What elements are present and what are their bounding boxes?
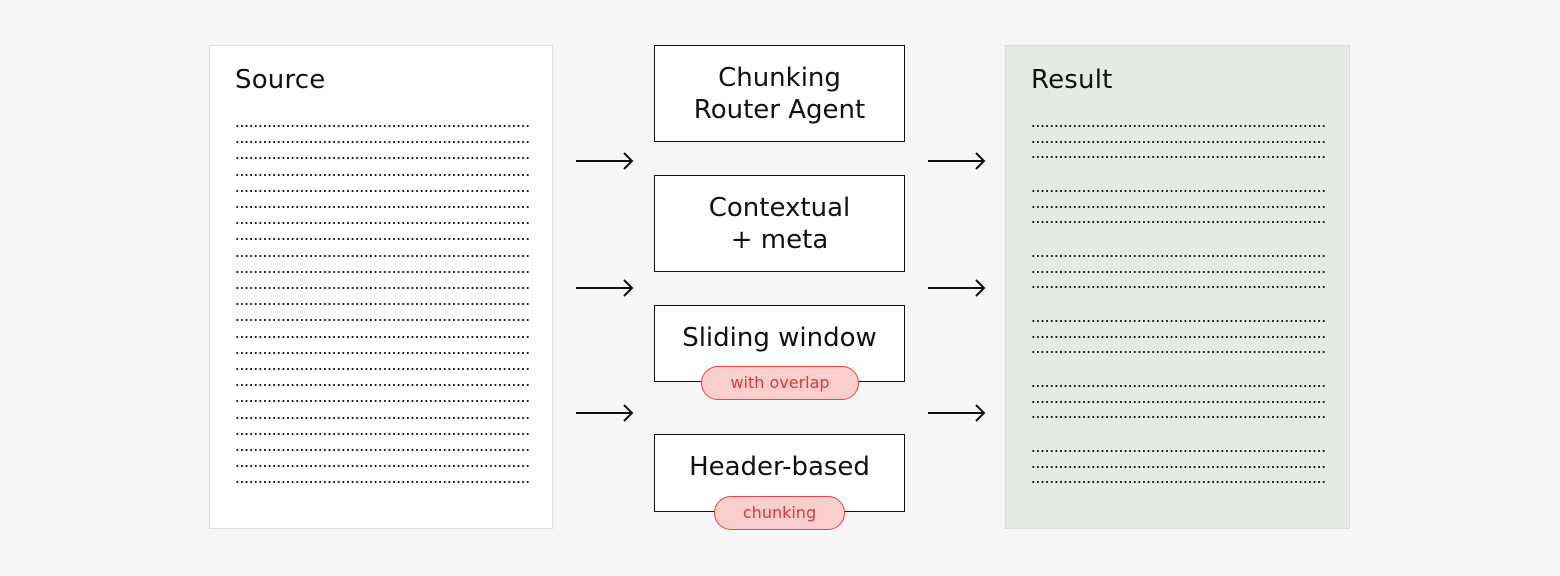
text-line — [235, 173, 531, 176]
text-line — [1031, 125, 1327, 127]
text-line — [235, 384, 531, 387]
text-line — [1031, 205, 1327, 208]
text-line — [235, 351, 531, 354]
text-line — [1031, 465, 1327, 468]
text-line — [235, 449, 531, 451]
text-line — [1031, 335, 1327, 338]
text-line — [1031, 255, 1327, 257]
source-title: Source — [235, 65, 326, 95]
text-line — [235, 157, 531, 160]
text-line — [235, 206, 531, 208]
text-line — [235, 368, 531, 370]
arrow-right-icon — [928, 152, 986, 170]
text-line — [235, 416, 531, 419]
strategy-label: Sliding window — [682, 322, 877, 353]
arrow-right-icon — [928, 404, 986, 422]
result-chunk-lines — [1031, 46, 1327, 528]
strategy-label: Chunking Router Agent — [693, 62, 866, 125]
text-line — [235, 189, 531, 192]
tag-chunking: chunking — [714, 496, 845, 530]
text-line — [235, 287, 531, 289]
source-text-lines — [235, 46, 531, 528]
arrow-right-icon — [928, 279, 986, 297]
text-line — [235, 465, 531, 468]
arrow-right-icon — [576, 279, 634, 297]
strategy-label: Contextual + meta — [708, 192, 851, 255]
arrow-right-icon — [576, 152, 634, 170]
text-line — [235, 238, 531, 241]
text-line — [235, 432, 531, 435]
text-line — [235, 400, 531, 403]
arrow-right-icon — [576, 404, 634, 422]
text-line — [235, 270, 531, 273]
text-line — [1031, 320, 1327, 322]
text-line — [1031, 140, 1327, 143]
text-line — [1031, 221, 1327, 223]
text-line — [235, 222, 531, 225]
source-panel: Source — [209, 45, 553, 529]
text-line — [1031, 156, 1327, 158]
strategy-contextual-meta: Contextual + meta — [654, 175, 905, 272]
text-line — [1031, 270, 1327, 273]
strategy-router-agent: Chunking Router Agent — [654, 45, 905, 142]
text-line — [235, 125, 531, 127]
result-panel: Result — [1005, 45, 1350, 529]
text-line — [235, 303, 531, 306]
strategy-label: Header-based — [689, 452, 870, 482]
text-line — [1031, 481, 1327, 483]
text-line — [235, 481, 531, 484]
text-line — [1031, 400, 1327, 403]
text-line — [235, 141, 531, 144]
text-line — [1031, 190, 1327, 192]
text-line — [235, 319, 531, 322]
text-line — [1031, 385, 1327, 387]
text-line — [1031, 286, 1327, 288]
text-line — [235, 254, 531, 257]
text-line — [1031, 450, 1327, 452]
text-line — [235, 335, 531, 338]
result-title: Result — [1031, 65, 1113, 95]
strategy-sliding-window: Sliding window — [654, 305, 905, 382]
text-line — [1031, 351, 1327, 353]
text-line — [1031, 416, 1327, 418]
tag-with-overlap: with overlap — [701, 366, 859, 400]
